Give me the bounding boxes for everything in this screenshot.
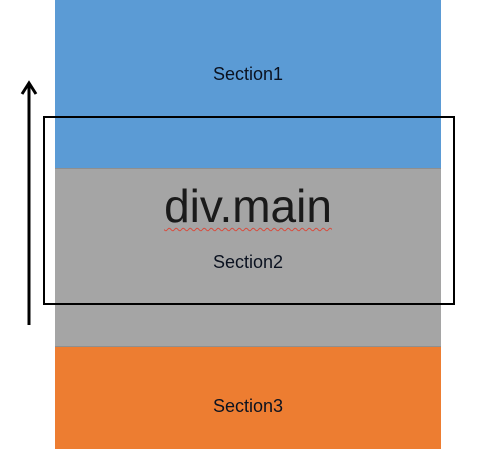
main-container-label-text: div.main — [164, 180, 332, 232]
section3-label: Section3 — [212, 396, 284, 416]
section1-label: Section1 — [212, 64, 284, 84]
arrow-head — [20, 80, 38, 95]
up-arrow-icon — [20, 80, 38, 325]
main-container-label: div.main — [0, 176, 496, 236]
section1-block: Section1 — [55, 0, 441, 168]
main-container-outline — [43, 116, 455, 305]
section2-block: Section2 — [55, 168, 441, 346]
section3-block: Section3 — [55, 346, 441, 449]
section2-label: Section2 — [212, 252, 284, 272]
